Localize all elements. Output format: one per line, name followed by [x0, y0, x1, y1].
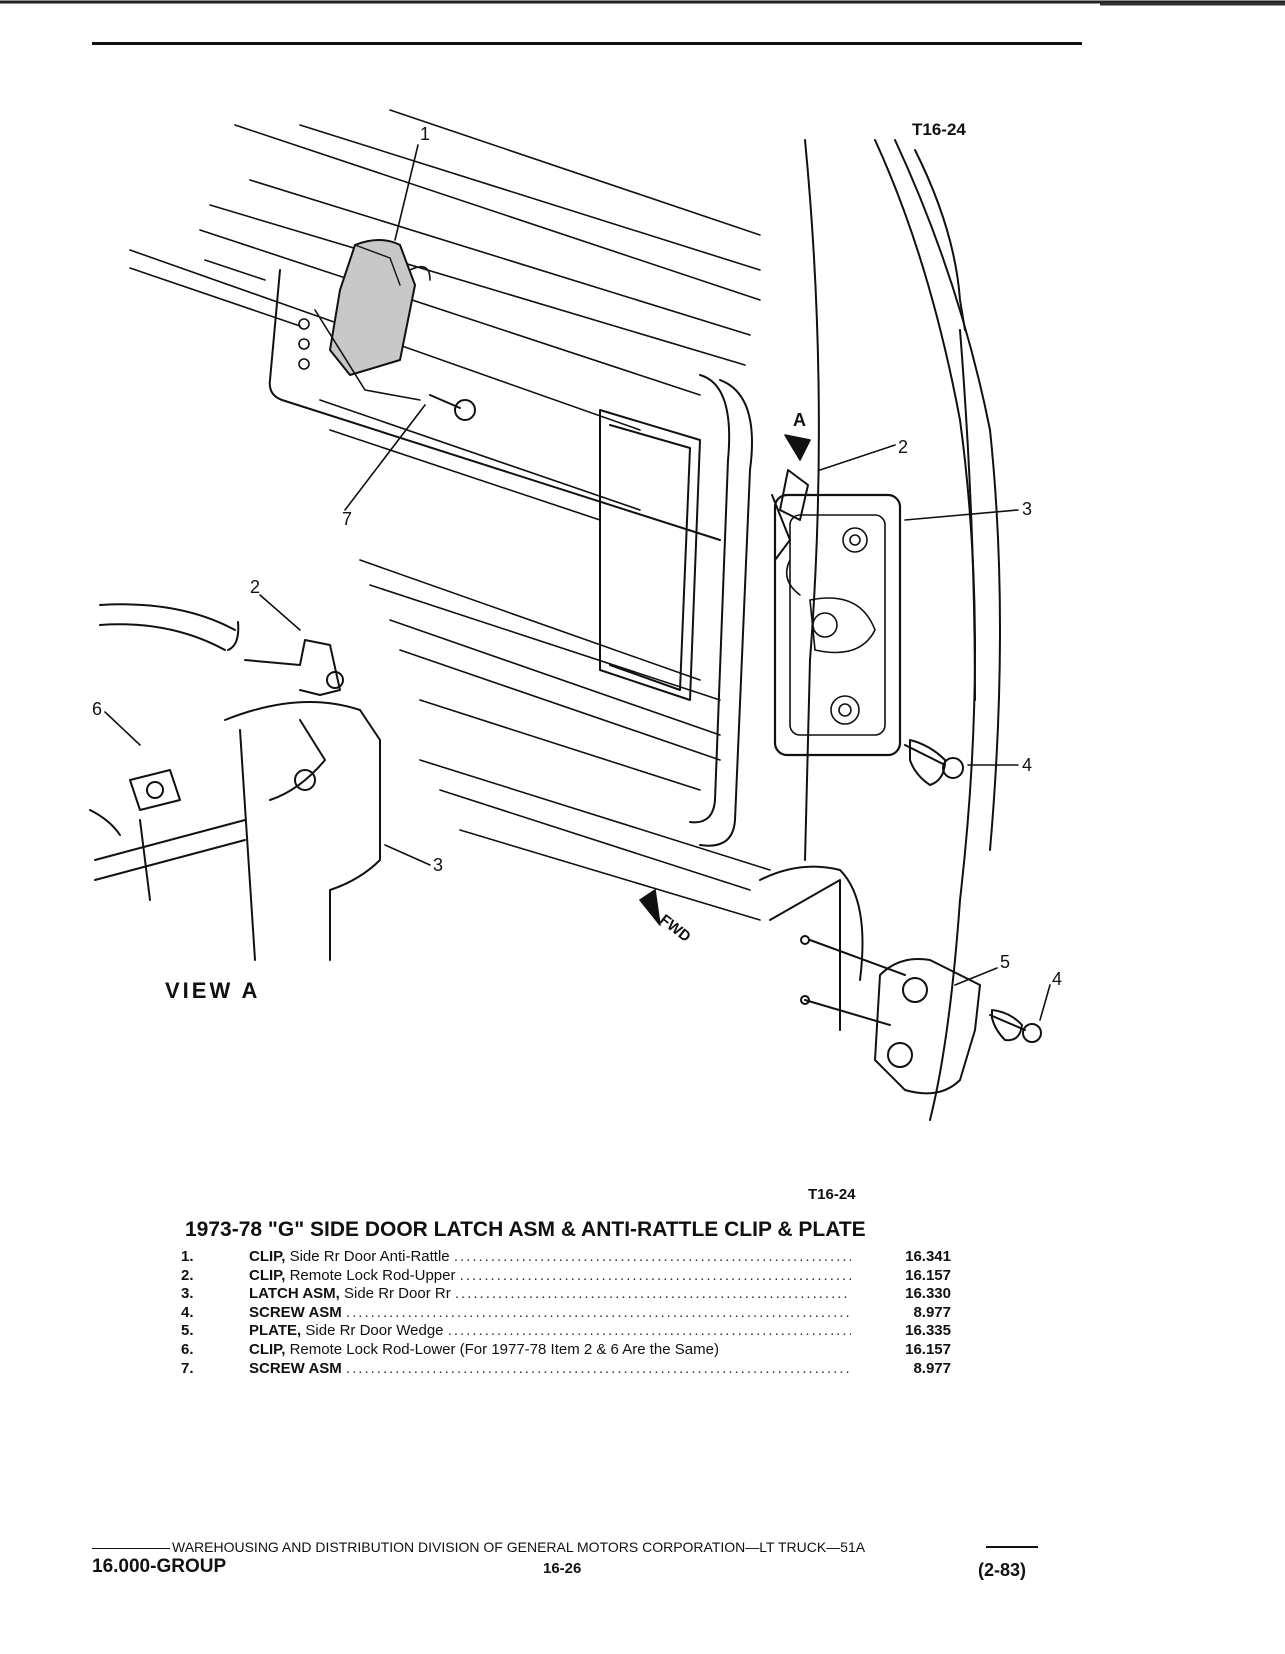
footer-date-rule — [986, 1546, 1038, 1548]
footer-dash — [92, 1547, 170, 1549]
plate-screw — [989, 1009, 1042, 1043]
part-name: SCREW ASM — [249, 1303, 342, 1321]
callout-3-main: 3 — [1022, 499, 1033, 519]
part-number: 4. — [181, 1303, 194, 1321]
wedge-plate — [800, 935, 981, 1095]
latch-screw — [904, 739, 964, 786]
part-code: 16.335 — [905, 1322, 951, 1340]
part-name: CLIP, — [249, 1248, 286, 1265]
parts-table-title: 1973-78 "G" SIDE DOOR LATCH ASM & ANTI-R… — [185, 1218, 866, 1241]
dot-leader: ........................................… — [345, 1359, 851, 1377]
fwd-arrow-icon — [639, 889, 661, 926]
callout-2-view: 2 — [250, 577, 261, 597]
list-item: 4. SCREW ASM ...........................… — [181, 1304, 951, 1323]
callout-5: 5 — [1000, 952, 1011, 972]
dot-leader: ........................................… — [447, 1322, 851, 1340]
part-number: 3. — [181, 1285, 194, 1303]
part-code: 16.330 — [905, 1285, 951, 1303]
part-name: SCREW ASM — [249, 1359, 342, 1377]
part-number: 5. — [181, 1322, 194, 1340]
callout-4-plate: 4 — [1052, 969, 1063, 989]
callout-4-main: 4 — [1022, 755, 1033, 775]
part-name: PLATE, — [249, 1322, 302, 1340]
parts-list: 1. CLIP, Side Rr Door Anti-Rattle ......… — [181, 1248, 951, 1378]
door-latch-illustration — [89, 109, 1051, 1121]
footer-publisher-text: WAREHOUSING AND DISTRIBUTION DIVISION OF… — [172, 1539, 866, 1555]
callout-2-main: 2 — [898, 437, 909, 457]
part-code: 8.977 — [913, 1303, 951, 1321]
part-code: 8.977 — [913, 1359, 951, 1377]
list-item: 6. CLIP, Remote Lock Rod-Lower (For 1977… — [181, 1341, 951, 1360]
list-item: 2. CLIP, Remote Lock Rod-Upper .........… — [181, 1267, 951, 1286]
list-item: 5. PLATE, Side Rr Door Wedge ...........… — [181, 1322, 951, 1341]
page-top-edge — [0, 0, 1285, 6]
part-description: Side Rr Door Anti-Rattle — [289, 1248, 450, 1265]
callout-7: 7 — [342, 509, 353, 529]
part-name: CLIP, — [249, 1266, 286, 1284]
footer-page-number: 16-26 — [543, 1560, 582, 1577]
view-a-label: VIEW A — [165, 978, 261, 1003]
part-name: CLIP, — [249, 1340, 286, 1358]
upper-rod-clip — [771, 469, 809, 561]
callout-3-view: 3 — [433, 855, 444, 875]
footer-revision-date: (2-83) — [978, 1560, 1027, 1580]
dot-leader: ........................................… — [345, 1303, 851, 1321]
view-marker-label: A — [793, 410, 806, 430]
footer-group-code: 16.000-GROUP — [92, 1556, 227, 1577]
view-a-detail — [89, 603, 381, 961]
figure-code-bottom: T16-24 — [808, 1186, 856, 1203]
list-item: 3. LATCH ASM, Side Rr Door Rr ..........… — [181, 1285, 951, 1304]
anti-rattle-clip — [298, 239, 431, 401]
part-number: 7. — [181, 1359, 194, 1377]
view-a-arrow-icon — [784, 434, 811, 461]
dot-leader: ........................................… — [454, 1285, 851, 1303]
latch-assembly — [773, 493, 902, 757]
part-description: Side Rr Door Rr — [344, 1285, 451, 1303]
part-number: 6. — [181, 1340, 194, 1358]
part-description: Remote Lock Rod-Lower (For 1977-78 Item … — [289, 1340, 719, 1358]
footer-publisher: WAREHOUSING AND DISTRIBUTION DIVISION OF… — [92, 1539, 865, 1555]
part-name: LATCH ASM, — [249, 1285, 340, 1303]
clip-screw — [429, 394, 476, 421]
pillar-lines — [759, 139, 1001, 1121]
part-code: 16.157 — [905, 1266, 951, 1284]
door-window-frame — [268, 269, 753, 847]
list-item: 7. SCREW ASM ...........................… — [181, 1360, 951, 1379]
part-code: 16.341 — [905, 1248, 951, 1265]
list-item: 1. CLIP, Side Rr Door Anti-Rattle ......… — [181, 1248, 951, 1267]
door-panel-lines — [129, 109, 771, 921]
part-number: 1. — [181, 1248, 194, 1265]
part-number: 2. — [181, 1266, 194, 1284]
part-description: Remote Lock Rod-Upper — [289, 1266, 456, 1284]
dot-leader: ........................................… — [453, 1248, 851, 1265]
callout-leaders — [104, 144, 1051, 1021]
header-rule — [92, 42, 1082, 45]
part-description: Side Rr Door Wedge — [305, 1322, 444, 1340]
callout-1: 1 — [420, 124, 431, 144]
callout-6-view: 6 — [92, 699, 103, 719]
dot-leader: ........................................… — [459, 1266, 851, 1284]
part-code: 16.157 — [905, 1340, 951, 1358]
figure-code-top: T16-24 — [912, 120, 966, 139]
